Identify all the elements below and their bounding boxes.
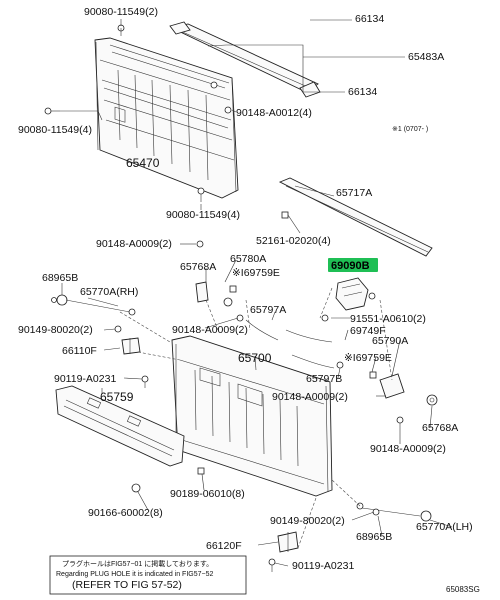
label-90119-a0231-b[interactable]: 90119-A0231	[292, 560, 354, 572]
bolt-icon[interactable]	[372, 508, 380, 516]
label-52161-02020-4[interactable]: 52161-02020(4)	[256, 235, 331, 247]
clip-icon[interactable]	[131, 483, 141, 493]
label-66134-b[interactable]: 66134	[348, 86, 377, 98]
highlighted-part-69090b[interactable]: 69090B	[328, 258, 378, 272]
top-rail-65483a[interactable]	[169, 21, 321, 98]
footer-en-note: Regarding PLUG HOLE it is indicated in F…	[56, 571, 213, 578]
clip-icon[interactable]	[369, 371, 377, 379]
label-69090b: 69090B	[331, 260, 370, 272]
bolt-icon[interactable]	[396, 416, 404, 424]
lock-rod-65797a[interactable]	[245, 319, 333, 343]
bolt-icon[interactable]	[51, 297, 57, 303]
label-90166-60002-8[interactable]: 90166-60002(8)	[88, 507, 163, 519]
label-65797b[interactable]: 65797B	[306, 373, 342, 385]
label-65780a[interactable]: 65780A	[230, 253, 266, 265]
label-65770a-lh[interactable]: 65770A(LH)	[416, 521, 473, 533]
label-65759[interactable]: 65759	[100, 390, 134, 404]
label-65797a[interactable]: 65797A	[250, 304, 286, 316]
label-69749f[interactable]: 69749F	[350, 325, 386, 337]
label-65790a[interactable]: 65790A	[372, 335, 408, 347]
hinge-cap-65768a[interactable]	[426, 394, 438, 406]
label-68965b-a[interactable]: 68965B	[42, 272, 78, 284]
bolt-icon[interactable]	[197, 187, 205, 202]
label-65768a-b[interactable]: 65768A	[422, 422, 458, 434]
label-90148-a0012-4[interactable]: 90148-A0012(4)	[236, 107, 312, 119]
tailgate-cover-65759[interactable]	[55, 385, 185, 467]
bolt-icon[interactable]	[196, 240, 204, 248]
label-90119-a0231-a[interactable]: 90119-A0231	[54, 373, 116, 385]
label-i69759e-b[interactable]: ※I69759E	[344, 352, 392, 364]
label-90148-a0009-2-a[interactable]: 90148-A0009(2)	[96, 238, 172, 250]
footer-refer-link[interactable]: (REFER TO FIG 57-52)	[72, 579, 182, 591]
bolt-icon[interactable]	[268, 558, 276, 572]
label-65717a[interactable]: 65717A	[336, 187, 372, 199]
hinge-66110f[interactable]	[121, 337, 141, 355]
label-66110f[interactable]: 66110F	[62, 345, 97, 357]
clip-icon[interactable]	[229, 285, 237, 293]
label-90080-11549-2[interactable]: 90080-11549(2)	[84, 6, 158, 18]
support-cable-65770a-rh[interactable]	[56, 294, 136, 316]
support-cable-65770a-lh[interactable]	[356, 502, 432, 522]
hinge-66120f[interactable]	[277, 531, 299, 553]
label-65770a-rh[interactable]: 65770A(RH)	[80, 286, 138, 298]
label-66134-a[interactable]: 66134	[355, 13, 384, 25]
label-65768a-a[interactable]: 65768A	[180, 261, 216, 273]
label-90148-a0009-2-d[interactable]: 90148-A0009(2)	[370, 443, 446, 455]
footer-note-box: プラグホールはFIG57−01 に掲載しております。 Regarding PLU…	[49, 555, 247, 595]
lock-rod-65797b[interactable]	[291, 354, 335, 369]
label-65483a[interactable]: 65483A	[408, 51, 444, 63]
part-labels: 90080-11549(2) 66134 65483A 66134 90148-…	[18, 6, 473, 572]
bolt-icon[interactable]	[44, 107, 60, 115]
bolt-icon[interactable]	[224, 106, 232, 114]
hinge-cap-65768a[interactable]	[223, 297, 233, 307]
label-66120f[interactable]: 66120F	[206, 540, 242, 552]
label-90149-80020-2-b[interactable]: 90149-80020(2)	[270, 515, 345, 527]
label-91551-a0610-2[interactable]: 91551-A0610(2)	[350, 313, 426, 325]
clip-icon[interactable]	[197, 467, 205, 475]
label-90189-06010-8[interactable]: 90189-06010(8)	[170, 488, 245, 500]
bolt-icon[interactable]	[141, 375, 149, 388]
bolt-icon[interactable]	[321, 314, 329, 322]
label-i69759e-a[interactable]: ※I69759E	[232, 267, 280, 279]
hinge-bracket-65780a[interactable]	[195, 281, 209, 303]
label-90080-11549-4-b[interactable]: 90080-11549(4)	[166, 209, 240, 221]
label-68965b-b[interactable]: 68965B	[356, 531, 392, 543]
clip-icon[interactable]	[281, 211, 289, 219]
label-65700[interactable]: 65700	[238, 351, 272, 365]
tailgate-protector-65717a[interactable]	[278, 177, 433, 257]
tailgate-outer-panel-65700[interactable]	[171, 335, 333, 497]
tailgate-inner-panel-65470[interactable]	[94, 37, 239, 199]
label-65470[interactable]: 65470	[126, 156, 160, 170]
tailgate-lock-assembly[interactable]	[335, 277, 376, 311]
label-90080-11549-4-a[interactable]: 90080-11549(4)	[18, 124, 92, 136]
label-90149-80020-2-a[interactable]: 90149-80020(2)	[18, 324, 93, 336]
bolt-icon[interactable]	[114, 325, 122, 333]
label-90148-a0009-2-b[interactable]: 90148-A0009(2)	[172, 324, 248, 336]
bolt-icon[interactable]	[336, 361, 344, 369]
bolt-icon[interactable]	[210, 81, 218, 89]
bolt-icon[interactable]	[117, 24, 125, 36]
label-90148-a0009-2-c[interactable]: 90148-A0009(2)	[272, 391, 348, 403]
hinge-bracket-65790a[interactable]	[379, 373, 405, 399]
note-top-right: ※1 (0707- )	[392, 126, 428, 133]
diagram-id: 65083SG	[446, 585, 480, 594]
footer-jp-note: プラグホールはFIG57−01 に掲載しております。	[62, 559, 213, 568]
